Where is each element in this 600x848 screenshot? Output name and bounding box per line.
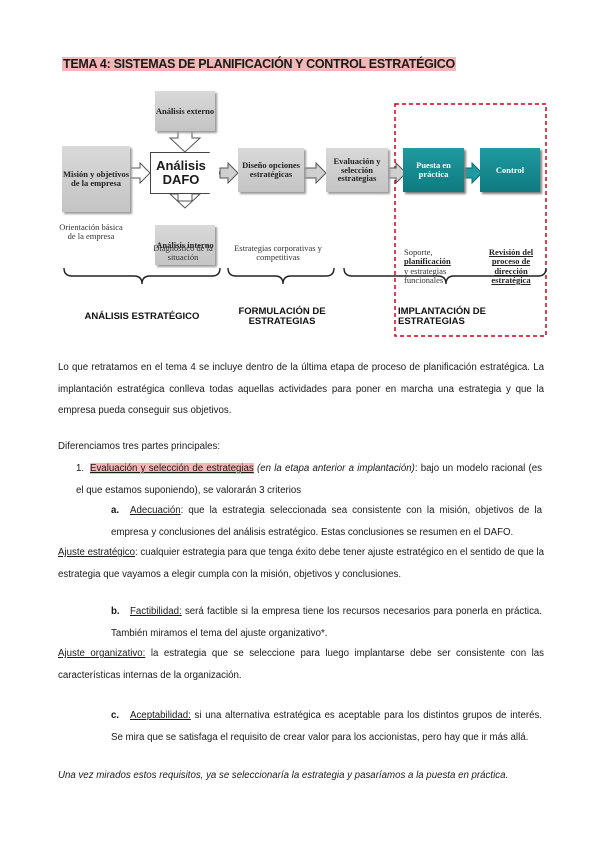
- brace-analisis: [63, 267, 221, 285]
- box-puesta-en-practica: Puesta en práctica: [403, 148, 464, 192]
- intro-paragraph: Lo que retratamos en el tema 4 se incluy…: [58, 362, 544, 416]
- arrow-right-icon: [129, 161, 151, 185]
- a-text: : que la estrategia seleccionada sea con…: [111, 505, 542, 538]
- list-item-1: 1.Evaluación y selección de estrategias …: [76, 458, 542, 501]
- note-orientacion: Orientación básica de la empresa: [59, 222, 123, 242]
- note-soporte-2: planificación: [404, 256, 451, 267]
- note-estrategias: Estrategias corporativas y competitivas: [234, 243, 322, 263]
- arrow-right-icon: [219, 161, 239, 185]
- box-analisis-interno: Análisis interno: [155, 225, 215, 265]
- phase-implantacion: IMPLANTACIÓN DE ESTRATEGIAS: [398, 306, 486, 328]
- list-item-c: c. Aceptabilidad: si una alternativa estr…: [111, 705, 542, 748]
- term-ajuste-organizativo: Ajuste organizativo:: [58, 648, 146, 659]
- brace-formulacion: [227, 267, 335, 285]
- arrow-right-icon: [463, 161, 483, 185]
- note-soporte-3: y estrategias funcionales: [404, 265, 447, 286]
- ajuste-text: : cualquier estrategia para que tenga éx…: [58, 547, 544, 580]
- box-diseno-opciones: Diseño opciones estratégicas: [238, 148, 304, 192]
- list-letter: a.: [111, 505, 120, 516]
- ajuste-estrategico: Ajuste estratégico: cualquier estrategia…: [58, 542, 544, 585]
- diagram-connectors: [63, 103, 547, 337]
- item1-text: : bajo un modelo racional (es el que est…: [76, 463, 542, 496]
- arrow-right-icon: [387, 161, 407, 185]
- note-diagnostico: Diagnóstico de la situación: [153, 243, 213, 263]
- note-soporte-1: Soporte,: [404, 247, 433, 257]
- list-item-a: a. Adecuación: que la estrategia seleccio…: [111, 500, 542, 543]
- box-analisis-externo: Análisis externo: [155, 91, 215, 131]
- arrow-down-icon: [168, 193, 202, 209]
- term-evaluacion: Evaluación y selección de estrategias: [90, 463, 254, 474]
- box-evaluacion-seleccion: Evaluación y selección estrategias: [326, 148, 388, 192]
- term-aceptabilidad: Aceptabilidad:: [130, 710, 191, 721]
- page-title: TEMA 4: SISTEMAS DE PLANIFICACIÓN Y CONT…: [62, 57, 456, 71]
- arrow-up-icon: [168, 129, 202, 153]
- implantation-frame: [394, 103, 547, 337]
- term-adecuacion: Adecuación: [130, 505, 181, 516]
- list-number: 1.: [76, 463, 85, 474]
- organizativo-text: la estrategia que se seleccione para lue…: [58, 648, 544, 681]
- brace-implantacion: [343, 267, 547, 285]
- closing-paragraph: Una vez mirados estos requisitos, ya se …: [58, 770, 509, 781]
- term-factibilidad: Factibilidad:: [130, 606, 182, 617]
- phase-analisis-estrategico: ANÁLISIS ESTRATÉGICO: [84, 311, 200, 322]
- phase-formulacion: FORMULACIÓN DE ESTRATEGIAS: [238, 306, 326, 328]
- box-mision: Misión y objetivos de la empresa: [62, 146, 130, 212]
- ajuste-organizativo: Ajuste organizativo: la estrategia que s…: [58, 643, 544, 686]
- list-letter: c.: [111, 710, 120, 721]
- list-letter: b.: [111, 606, 120, 617]
- box-control: Control: [480, 148, 540, 192]
- list-item-b: b. Factibilidad: será factible si la empr…: [111, 601, 542, 644]
- strategic-process-diagram: Misión y objetivos de la empresa Análisi…: [0, 0, 600, 340]
- parts-heading: Diferenciamos tres partes principales:: [58, 441, 221, 452]
- arrow-right-icon: [303, 161, 327, 185]
- c-text: si una alternativa estratégica es acepta…: [111, 710, 542, 743]
- note-soporte: Soporte, planificación y estrategias fun…: [404, 247, 468, 286]
- b-text: será factible si la empresa tiene los re…: [111, 606, 542, 639]
- box-analisis-dafo: Análisis DAFO: [150, 152, 220, 194]
- term-ajuste-estrategico: Ajuste estratégico: [58, 547, 136, 558]
- term-paren: (en la etapa anterior a implantación): [257, 463, 415, 474]
- note-revision: Revisión del proceso de dirección estrat…: [488, 247, 534, 286]
